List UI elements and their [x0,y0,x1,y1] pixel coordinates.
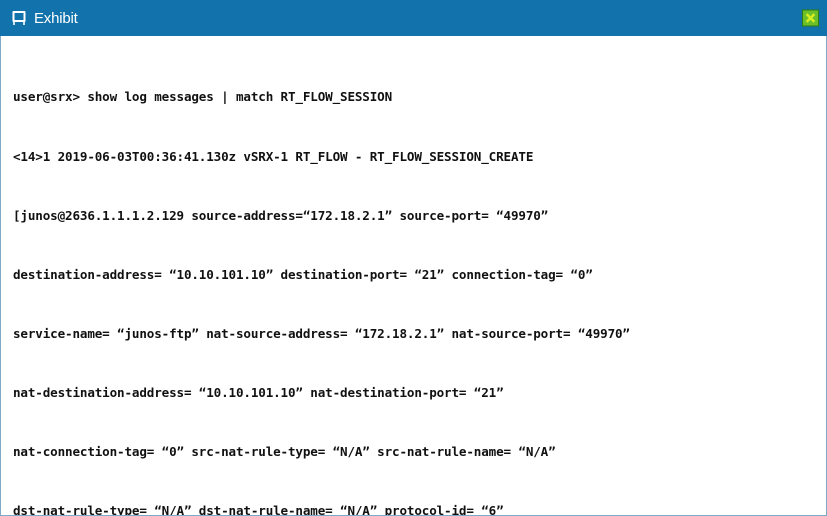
terminal-line: destination-address= “10.10.101.10” dest… [13,266,593,282]
terminal-line: <14>1 2019-06-03T00:36:41.130z vSRX-1 RT… [13,148,534,164]
close-x-icon [804,12,817,25]
window-title: Exhibit [34,9,78,27]
terminal-line: [junos@2636.1.1.1.2.129 source-address=“… [13,207,549,223]
titlebar-left-group: Exhibit [10,9,78,27]
close-button[interactable] [802,9,819,27]
terminal-line: nat-connection-tag= “0” src-nat-rule-typ… [13,444,556,460]
exhibit-icon [10,9,28,27]
exhibit-content-panel: user@srx> show log messages | match RT_F… [0,36,827,516]
terminal-line: user@srx> show log messages | match RT_F… [13,89,393,105]
terminal-line: dst-nat-rule-type= “N/A” dst-nat-rule-na… [13,503,504,516]
window-titlebar: Exhibit [0,0,827,36]
terminal-output: user@srx> show log messages | match RT_F… [13,48,816,516]
terminal-line: nat-destination-address= “10.10.101.10” … [13,384,504,400]
terminal-line: service-name= “junos-ftp” nat-source-add… [13,325,630,341]
